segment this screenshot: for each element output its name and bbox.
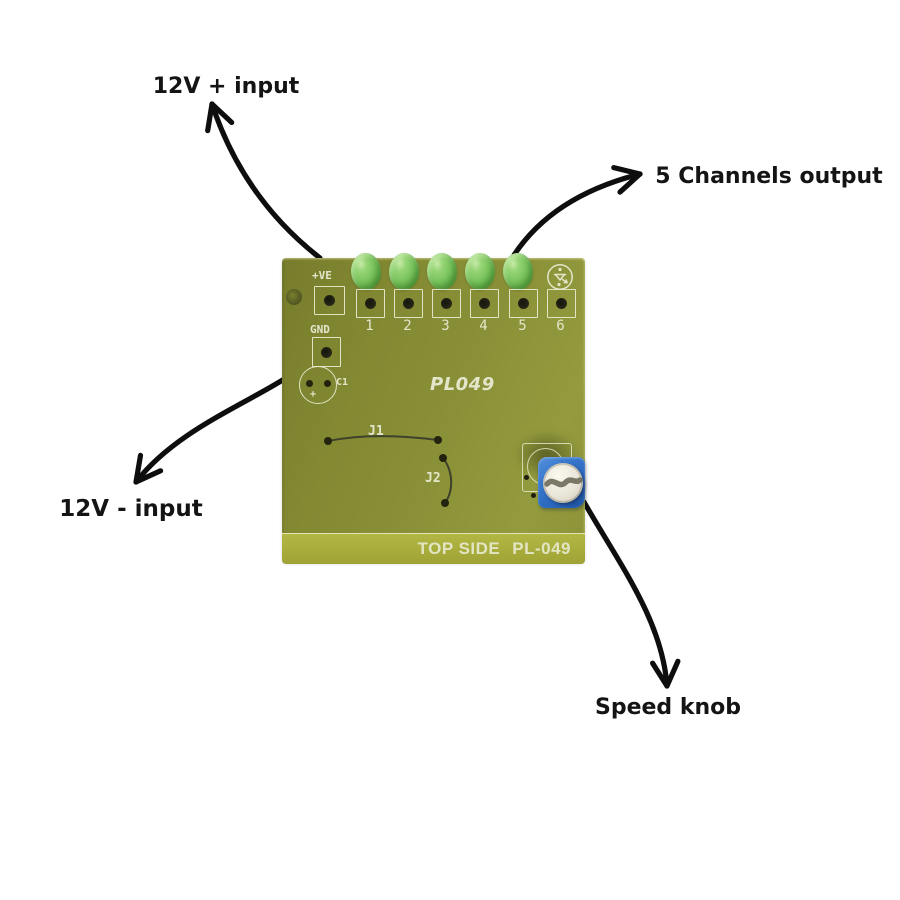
pad-hole <box>518 298 529 309</box>
silkscreen-c1-label: C1 <box>336 377 349 388</box>
jumper-wires <box>324 434 453 507</box>
speed-knob-rotor <box>543 463 583 503</box>
pad-hole <box>365 298 376 309</box>
arrow-to-5-channels-icon <box>511 165 643 258</box>
label-speed-knob: Speed knob <box>595 695 741 720</box>
pad-hole <box>479 298 490 309</box>
pad-number: 2 <box>403 318 412 334</box>
c1-hole <box>324 380 331 387</box>
board-model-text: PL049 <box>430 374 495 395</box>
silkscreen-gnd-label: GND <box>310 323 330 336</box>
pad-hole <box>556 298 567 309</box>
channel-pad-3 <box>432 289 461 318</box>
label-5-channels-output: 5 Channels output <box>655 164 883 189</box>
gnd-input-pad <box>312 337 341 367</box>
pad-hole <box>403 298 414 309</box>
jumper-j2-wire <box>442 457 453 504</box>
pad-number: 1 <box>365 318 374 334</box>
trimmer-pin <box>524 475 529 480</box>
pad-number: 3 <box>441 318 450 334</box>
label-12v-positive-input: 12V + input <box>152 74 300 99</box>
channel-pad-6 <box>547 289 576 318</box>
arrow-to-speed-knob-icon <box>581 499 681 689</box>
silkscreen-j2-label: J2 <box>425 471 441 486</box>
pad-hole <box>441 298 452 309</box>
silkscreen-j1-label: J1 <box>368 424 384 439</box>
jumper-j1-wire <box>327 434 439 442</box>
bottom-strip: TOP SIDE PL-049 <box>282 533 585 564</box>
pad-number: 4 <box>479 318 488 334</box>
channel-pad-5 <box>509 289 538 318</box>
silkscreen-vcc-label: +VE <box>312 269 332 282</box>
vcc-input-pad <box>314 286 345 315</box>
channel-pad-2 <box>394 289 423 318</box>
pcb-board: +VE GND + C1 <box>282 251 585 564</box>
rotor-slot-icon <box>544 477 583 488</box>
pad-number: 6 <box>556 318 565 334</box>
trimmer-pin <box>531 493 536 498</box>
label-12v-negative-input: 12V - input <box>59 496 203 522</box>
gnd-pad-hole <box>321 346 332 358</box>
capacitor-c1-footprint: + <box>299 366 337 404</box>
arrow-to-12v-negative-icon <box>133 361 309 485</box>
arrow-to-12v-positive-icon <box>205 101 323 261</box>
top-side-text: TOP SIDE <box>417 539 501 558</box>
c1-polarity-mark: + <box>310 389 317 400</box>
vcc-pad-hole <box>324 295 335 306</box>
channel-pad-1 <box>356 289 385 318</box>
channel-pad-4 <box>470 289 499 318</box>
pad-number: 5 <box>518 318 527 334</box>
part-number-text: PL-049 <box>512 539 571 558</box>
mounting-hole <box>286 289 302 305</box>
c1-hole <box>305 380 313 387</box>
